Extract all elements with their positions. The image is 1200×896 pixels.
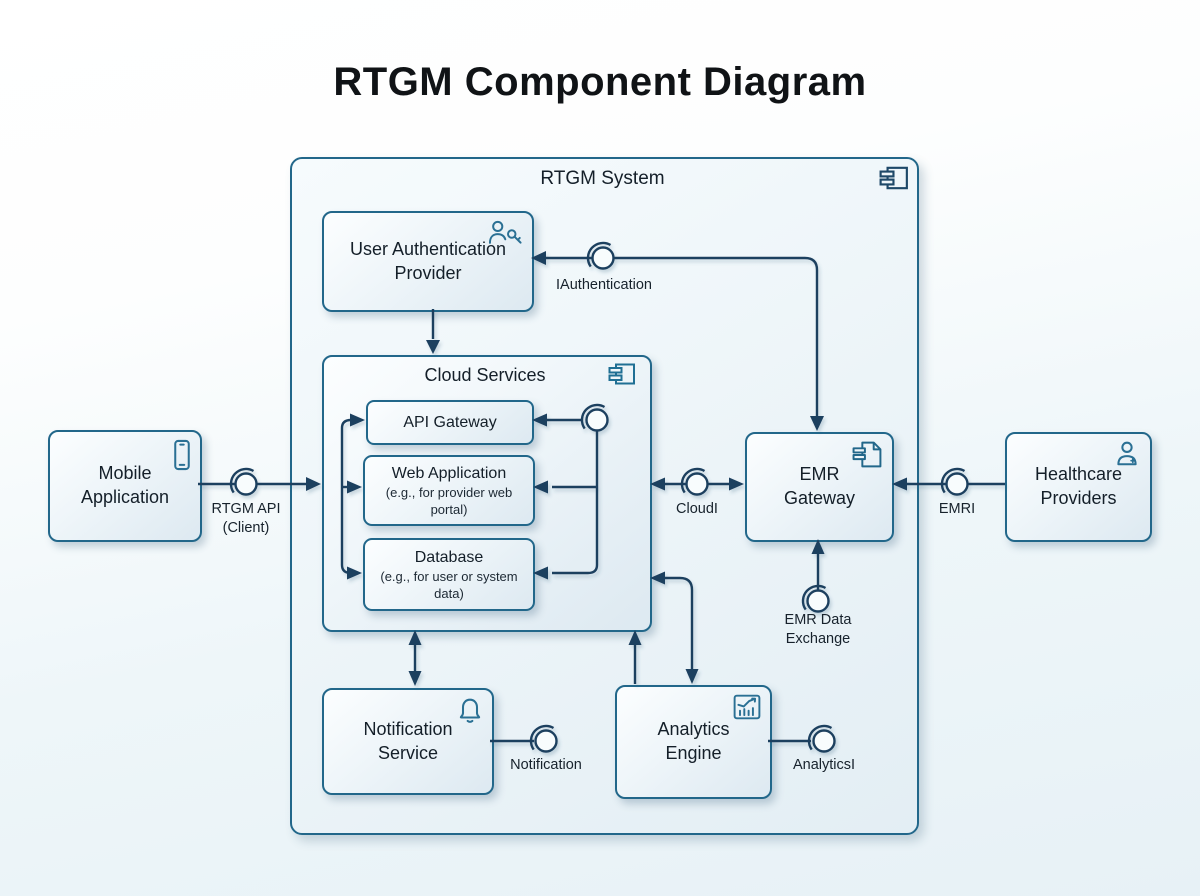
cloud-services-label: Cloud Services [424,365,546,385]
healthcare-providers-label: Healthcare Providers [1034,464,1123,508]
component-api-gateway: API Gateway [366,400,534,445]
diagram-title: RTGM Component Diagram [333,60,867,104]
component-web-application: Web Application (e.g., for provider web … [363,455,535,526]
database-sublabel: (e.g., for user or system data) [380,569,518,601]
interface-label-analyticsi: AnalyticsI [792,757,856,773]
user-key-icon [488,220,522,244]
chart-icon [733,694,761,720]
analytics-engine-label: Analytics Engine [657,719,730,763]
component-healthcare-providers: Healthcare Providers [1005,432,1152,542]
mobile-application-label: Mobile Application [80,463,170,507]
component-database: Database (e.g., for user or system data) [363,538,535,611]
document-component-icon [852,441,882,468]
emr-gateway-label: EMR Gateway [783,464,856,508]
interface-label-rtgm-api: RTGM API (Client) [211,501,281,536]
interface-label-emri: EMRI [938,501,976,517]
web-application-sublabel: (e.g., for provider web portal) [385,485,513,517]
user-auth-label: User Authentication Provider [349,238,507,283]
component-user-authentication-provider: User Authentication Provider [322,211,534,312]
api-gateway-label: API Gateway [403,413,497,431]
medical-user-icon [1117,441,1137,466]
notification-service-label: Notification Service [363,718,453,763]
component-emr-gateway: EMR Gateway [745,432,894,542]
interface-label-iauthentication: IAuthentication [556,277,652,293]
web-application-label: Web Application [391,465,507,483]
component-mobile-application: Mobile Application [48,430,202,542]
interface-label-emr-data-exchange: EMR Data Exchange [784,612,852,647]
smartphone-icon [174,439,190,471]
component-analytics-engine: Analytics Engine [615,685,772,799]
component-notification-service: Notification Service [322,688,494,795]
rtgm-system-label: RTGM System [540,168,665,189]
bell-icon [459,698,481,723]
interface-label-notification: Notification [510,757,582,773]
database-label: Database [414,549,484,567]
interface-label-cloudi: CloudI [676,501,718,517]
